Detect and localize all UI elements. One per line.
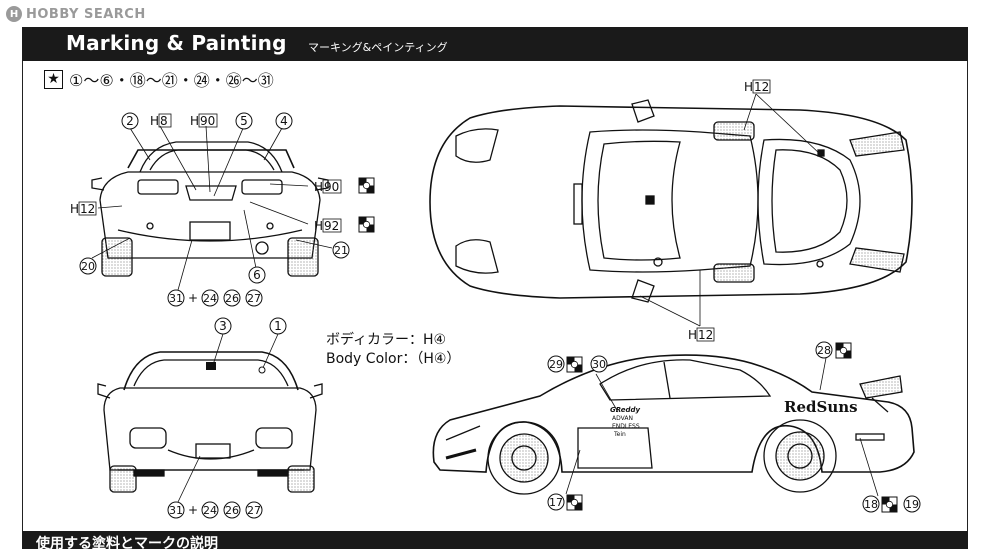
sponsor-tein: Tein [613, 431, 626, 438]
footer-band: 使用する塗料とマークの説明 [22, 531, 968, 552]
callout-2: 2 [126, 114, 134, 128]
side-view-sponsors: RedSuns GReddy ADVAN ENDLESS Tein [610, 398, 858, 438]
callout-6: 6 [253, 268, 261, 282]
front-view-leaders [177, 333, 279, 503]
callout-28: 28 [817, 344, 831, 357]
h-label-90-side: H90 [314, 180, 339, 194]
callout-5: 5 [240, 114, 248, 128]
callout-1: 1 [274, 319, 282, 333]
callout-19: 19 [905, 498, 919, 511]
callout-26: 26 [225, 292, 239, 305]
h-label-90-top: H90 [190, 114, 215, 128]
star-icon: ★ [44, 69, 63, 89]
sponsor-greddy: GReddy [610, 406, 641, 414]
decal-code-list: ①～⑥・⑱～㉑・㉔・㉖～㉛ [69, 71, 274, 90]
top-view [429, 99, 913, 303]
callout-27-front: 27 [247, 504, 261, 517]
callout-29: 29 [549, 358, 563, 371]
callout-24: 24 [203, 292, 217, 305]
callout-21: 21 [334, 244, 348, 257]
side-view [432, 354, 915, 495]
rear-view-callouts: 2 5 4 20 21 6 31 + 24 26 27 H8 H90 H12 H… [70, 112, 375, 307]
h-label-12-top: H12 [744, 80, 769, 94]
callout-17: 17 [549, 496, 563, 509]
callout-4: 4 [280, 114, 288, 128]
decal-marker-icon [566, 356, 583, 373]
top-view-callouts: H12 H12 [688, 79, 771, 342]
decal-marker-icon [358, 216, 375, 233]
h-label-92: H92 [314, 219, 339, 233]
watermark-text: HOBBY SEARCH [26, 6, 146, 22]
callout-20: 20 [81, 260, 95, 273]
sponsor-endless: ENDLESS [612, 423, 640, 430]
side-view-leaders [565, 357, 879, 497]
decal-codes: ★ ①～⑥・⑱～㉑・㉔・㉖～㉛ [44, 67, 274, 91]
watermark-logo: H [6, 6, 22, 22]
plus-sign: + [188, 291, 198, 305]
plus-sign-front: + [188, 503, 198, 517]
front-view [97, 351, 323, 493]
decal-marker-icon [835, 342, 852, 359]
front-view-callouts: 3 1 31 + 24 26 27 [167, 317, 287, 519]
callout-30: 30 [592, 358, 606, 371]
section-title: Marking & Painting [66, 31, 287, 55]
rear-view-leaders [91, 125, 333, 291]
callout-31-front: 31 [169, 504, 183, 517]
footer-title: 使用する塗料とマークの説明 [36, 536, 218, 552]
h-label-12-rear: H12 [70, 202, 95, 216]
callout-31: 31 [169, 292, 183, 305]
watermark: H HOBBY SEARCH [6, 4, 146, 24]
h-label-12-bottom: H12 [688, 328, 713, 342]
decal-marker-icon [566, 494, 583, 511]
section-subtitle: マーキング&ペインティング [308, 41, 448, 54]
decal-marker-icon [358, 177, 375, 194]
decal-marker-icon [881, 496, 898, 513]
body-color-en: Body Color：（H④） [326, 351, 461, 367]
side-view-callouts: 29 30 28 17 18 19 [547, 341, 921, 513]
sponsor-redsuns: RedSuns [784, 398, 858, 416]
section-header: Marking & Painting マーキング&ペインティング [22, 27, 968, 61]
body-color-jp: ボディカラー：H④ [326, 332, 447, 348]
callout-18: 18 [864, 498, 878, 511]
callout-3: 3 [219, 319, 227, 333]
rear-view [91, 141, 329, 277]
callout-27: 27 [247, 292, 261, 305]
sponsor-advan: ADVAN [612, 415, 633, 422]
callout-24-front: 24 [203, 504, 217, 517]
top-view-leaders [639, 93, 821, 327]
callout-26-front: 26 [225, 504, 239, 517]
